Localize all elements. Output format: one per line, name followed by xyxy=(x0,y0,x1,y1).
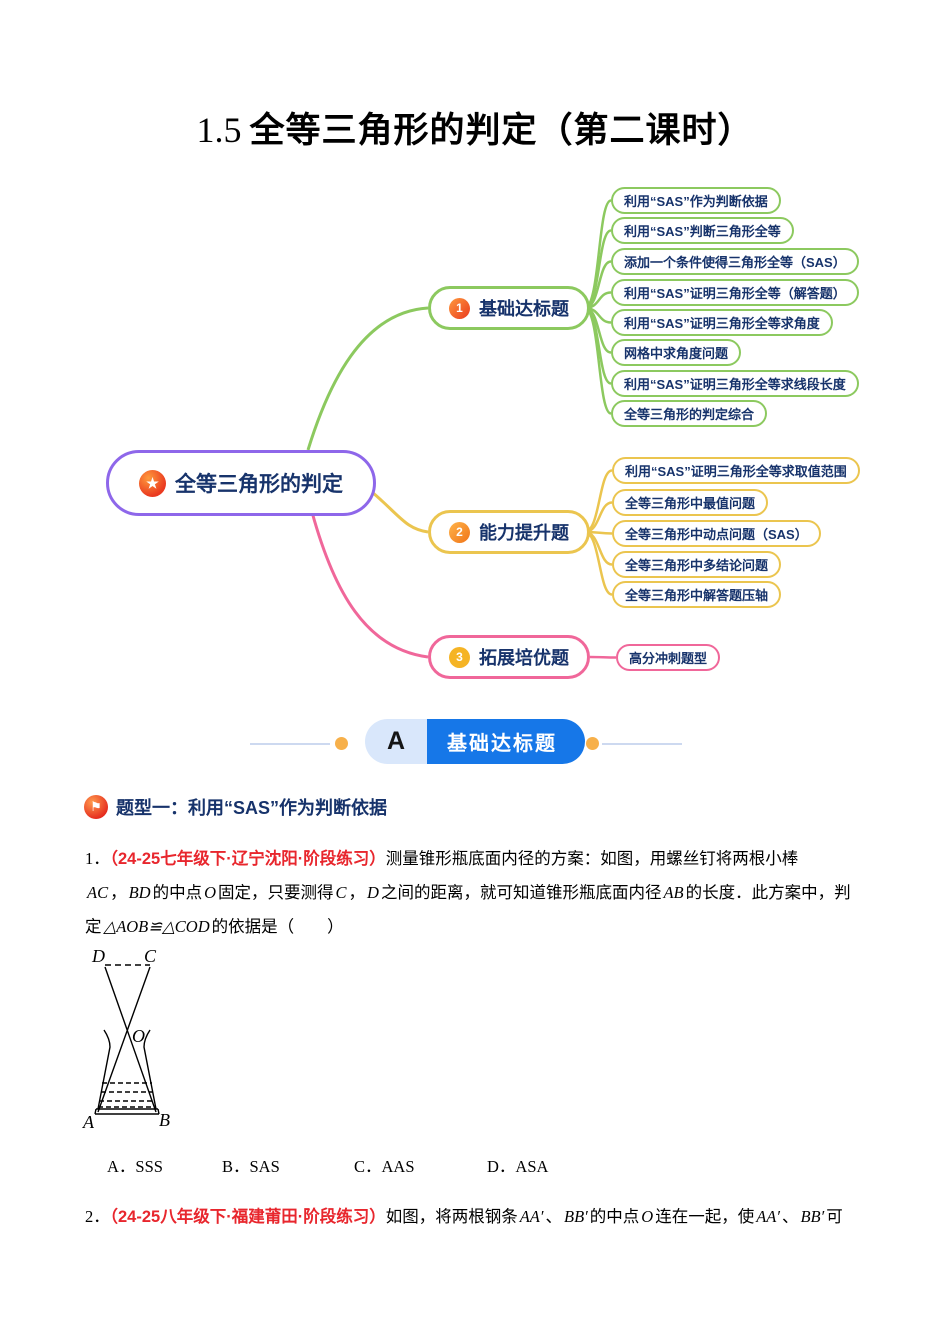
mindmap-leaf: 全等三角形中多结论问题 xyxy=(612,551,782,578)
flag-icon: ⚑ xyxy=(84,795,108,819)
divider-line xyxy=(602,743,682,745)
section-letter: A xyxy=(365,719,427,764)
mindmap-branch-basic: 1 基础达标题 xyxy=(428,286,590,330)
figure-label-A: A xyxy=(82,1112,95,1132)
mindmap-leaf: 利用“SAS”证明三角形全等（解答题） xyxy=(611,279,859,306)
mindmap-leaf: 利用“SAS”证明三角形全等求角度 xyxy=(611,309,833,336)
mindmap-leaf: 利用“SAS”证明三角形全等求取值范围 xyxy=(612,457,860,484)
mindmap-leaf: 利用“SAS”作为判断依据 xyxy=(611,187,781,214)
page-title: 1.5 全等三角形的判定（第二课时） xyxy=(0,102,950,153)
divider-line xyxy=(250,743,330,745)
figure-label-O: O xyxy=(132,1026,145,1046)
figure-label-C: C xyxy=(144,946,157,966)
mindmap-root-label: 全等三角形的判定 xyxy=(175,473,343,496)
section-badge: A 基础达标题 xyxy=(365,719,585,764)
branch-label: 基础达标题 xyxy=(479,299,569,319)
topic-1-title: 题型一：利用“SAS”作为判断依据 xyxy=(116,798,388,818)
mindmap-root-node: ★ 全等三角形的判定 xyxy=(106,450,376,516)
mindmap-connectors xyxy=(306,199,617,659)
mindmap-leaf: 添加一个条件使得三角形全等（SAS） xyxy=(611,248,859,275)
mindmap-branch-advanced: 3 拓展培优题 xyxy=(428,635,590,679)
section-label: 基础达标题 xyxy=(427,719,585,764)
circled-number-3-icon: 3 xyxy=(449,646,470,668)
branch-label: 拓展培优题 xyxy=(479,648,569,668)
mindmap-leaf: 利用“SAS”证明三角形全等求线段长度 xyxy=(611,370,859,397)
dot-icon xyxy=(586,737,599,750)
mindmap-leaf: 全等三角形中动点问题（SAS） xyxy=(612,520,821,547)
circled-number-1-icon: 1 xyxy=(449,297,470,319)
topic-1-header: ⚑ 题型一：利用“SAS”作为判断依据 xyxy=(84,794,387,820)
mindmap: ★ 全等三角形的判定 1 基础达标题 2 能力提升题 3 拓展培优题 利用“SA… xyxy=(106,187,860,679)
mindmap-branch-ability: 2 能力提升题 xyxy=(428,510,590,554)
dot-icon xyxy=(335,737,348,750)
option-a: A．SSS xyxy=(107,1157,163,1176)
mindmap-leaf: 全等三角形中解答题压轴 xyxy=(612,581,782,608)
option-b: B．SAS xyxy=(222,1157,280,1176)
circled-number-2-icon: 2 xyxy=(449,521,470,543)
title-number: 1.5 xyxy=(196,110,242,150)
option-d: D．ASA xyxy=(487,1157,549,1176)
star-icon: ★ xyxy=(139,469,166,497)
question-1-line-1: 1．（24-25七年级下·辽宁沈阳·阶段练习）测量锥形瓶底面内径的方案：如图，用… xyxy=(85,849,799,868)
mindmap-leaf: 全等三角形中最值问题 xyxy=(612,489,769,516)
branch-label: 能力提升题 xyxy=(479,523,569,543)
mindmap-leaf: 网格中求角度问题 xyxy=(611,339,742,366)
title-text: 全等三角形的判定（第二课时） xyxy=(249,111,754,150)
mindmap-leaf: 高分冲刺题型 xyxy=(616,644,721,671)
figure-label-D: D xyxy=(91,946,105,966)
mindmap-leaf: 利用“SAS”判断三角形全等 xyxy=(611,217,794,244)
figure-label-B: B xyxy=(159,1110,170,1130)
option-c: C．AAS xyxy=(354,1157,415,1176)
question-1-figure: D C O A B xyxy=(82,946,170,1132)
mindmap-leaf: 全等三角形的判定综合 xyxy=(611,400,768,427)
